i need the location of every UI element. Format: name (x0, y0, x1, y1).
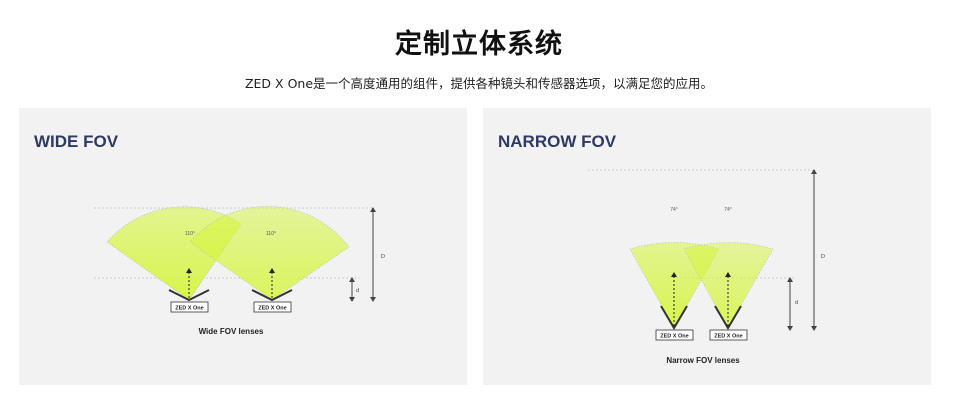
right-camera-label: ZED X One (714, 334, 742, 340)
left-arrow-head (671, 272, 677, 277)
page-title: 定制立体系统 (395, 29, 563, 60)
right-camera-lens (714, 305, 742, 330)
dimension-D-bottom-arrow (370, 297, 376, 302)
right-angle-label: 110° (266, 231, 276, 237)
wide-fov-caption: Wide FOV lenses (199, 327, 264, 336)
page-subtitle: ZED X One是一个高度通用的组件，提供各种镜头和传感器选项，以满足您的应用… (244, 76, 714, 91)
left-angle-label: 74° (670, 207, 678, 213)
narrow-fov-diagram: 74° 74° ZED X One ZED X One D d Narrow F… (588, 169, 825, 365)
right-fov-cone (189, 206, 350, 301)
dimension-D-top-arrow (370, 207, 376, 212)
left-camera-label: ZED X One (660, 334, 688, 340)
narrow-fov-caption: Narrow FOV lenses (666, 356, 740, 365)
wide-fov-diagram: 110° 110° ZED X One ZED X One D d Wide F… (94, 206, 385, 336)
right-angle-label: 74° (724, 207, 732, 213)
right-camera-box (253, 301, 292, 313)
wide-fov-heading: WIDE FOV (34, 132, 119, 151)
narrow-fov-panel: NARROW FOV 74° 74° ZED X One ZED X One (483, 108, 931, 385)
left-camera-label: ZED X One (175, 306, 203, 312)
right-camera-box (709, 329, 748, 341)
left-arrow-head (186, 268, 192, 273)
wide-fov-panel: WIDE FOV 110° 110° ZED X One ZED X One (19, 108, 467, 385)
right-arrow-head (725, 272, 731, 277)
dimension-D-label: D (381, 254, 385, 260)
dimension-D-label: D (821, 254, 825, 260)
narrow-fov-heading: NARROW FOV (498, 132, 617, 151)
left-camera-lens (660, 305, 688, 330)
left-camera-lens (168, 289, 210, 302)
left-camera-box (170, 301, 209, 313)
right-camera-label: ZED X One (258, 306, 286, 312)
left-angle-label: 110° (185, 231, 195, 237)
dimension-d-label: d (795, 300, 798, 306)
left-camera-box (655, 329, 694, 341)
dimension-d-top-arrow (787, 277, 793, 282)
dimension-D-top-arrow (811, 169, 817, 174)
dimension-D-bottom-arrow (811, 326, 817, 331)
right-camera-lens (251, 289, 293, 302)
dimension-d-bottom-arrow (349, 297, 355, 302)
dimension-d-bottom-arrow (787, 326, 793, 331)
dimension-d-top-arrow (349, 277, 355, 282)
dimension-d-label: d (356, 288, 359, 294)
right-arrow-head (269, 268, 275, 273)
